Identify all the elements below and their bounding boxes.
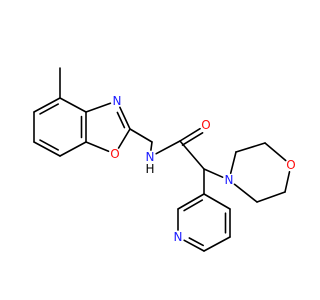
bond-p3-p2 [177, 193, 205, 210]
bond-ca-mn [203, 168, 224, 178]
atom-label-mn: N [225, 173, 234, 187]
atom-label-pn: N [174, 230, 183, 244]
atom-label-o1: O [110, 147, 119, 161]
bond-c2-ch2 [129, 128, 153, 143]
bond-pn-p6 [183, 239, 205, 252]
bond-ch2-nh [150, 141, 153, 151]
bond-p3-p2-inner [183, 199, 204, 212]
bond-co-oc-second [181, 132, 204, 146]
bond-b3a-n3 [85, 102, 112, 113]
bonds-layer [33, 67, 291, 252]
bond-nh-co [155, 140, 181, 155]
bond-m2-m3 [235, 142, 266, 153]
bond-co-oc [179, 127, 201, 142]
bond-o1-b7a [85, 141, 110, 153]
bond-m3-mo [264, 142, 287, 162]
bond-b7-b7a [59, 141, 87, 157]
atom-label-h: H [145, 162, 154, 176]
atom-label-nh: N [146, 150, 155, 164]
bond-b4-b5 [33, 97, 61, 113]
bond-m6-mn [233, 183, 258, 203]
bond-m5-m6 [256, 191, 286, 203]
bond-mo-m5 [284, 171, 291, 193]
bond-b6-b7 [33, 141, 61, 157]
bond-b6-b7-inner [39, 139, 60, 151]
bond-c2-o1 [117, 128, 131, 149]
bond-n3-c2-inner [116, 111, 126, 129]
bond-p6-p5 [203, 236, 231, 252]
atom-label-oc: O [201, 118, 210, 132]
atom-label-mo: O [286, 158, 295, 172]
bond-b4-b5-inner [39, 103, 60, 115]
bond-pn-p6-inner [188, 237, 204, 247]
bond-co-ca [179, 140, 205, 170]
bond-p4-p3 [203, 193, 231, 210]
atom-label-n3: N [113, 94, 122, 108]
bond-b3a-b4 [59, 97, 87, 113]
bond-mn-m2 [229, 151, 237, 174]
bond-n3-c2 [119, 106, 131, 130]
